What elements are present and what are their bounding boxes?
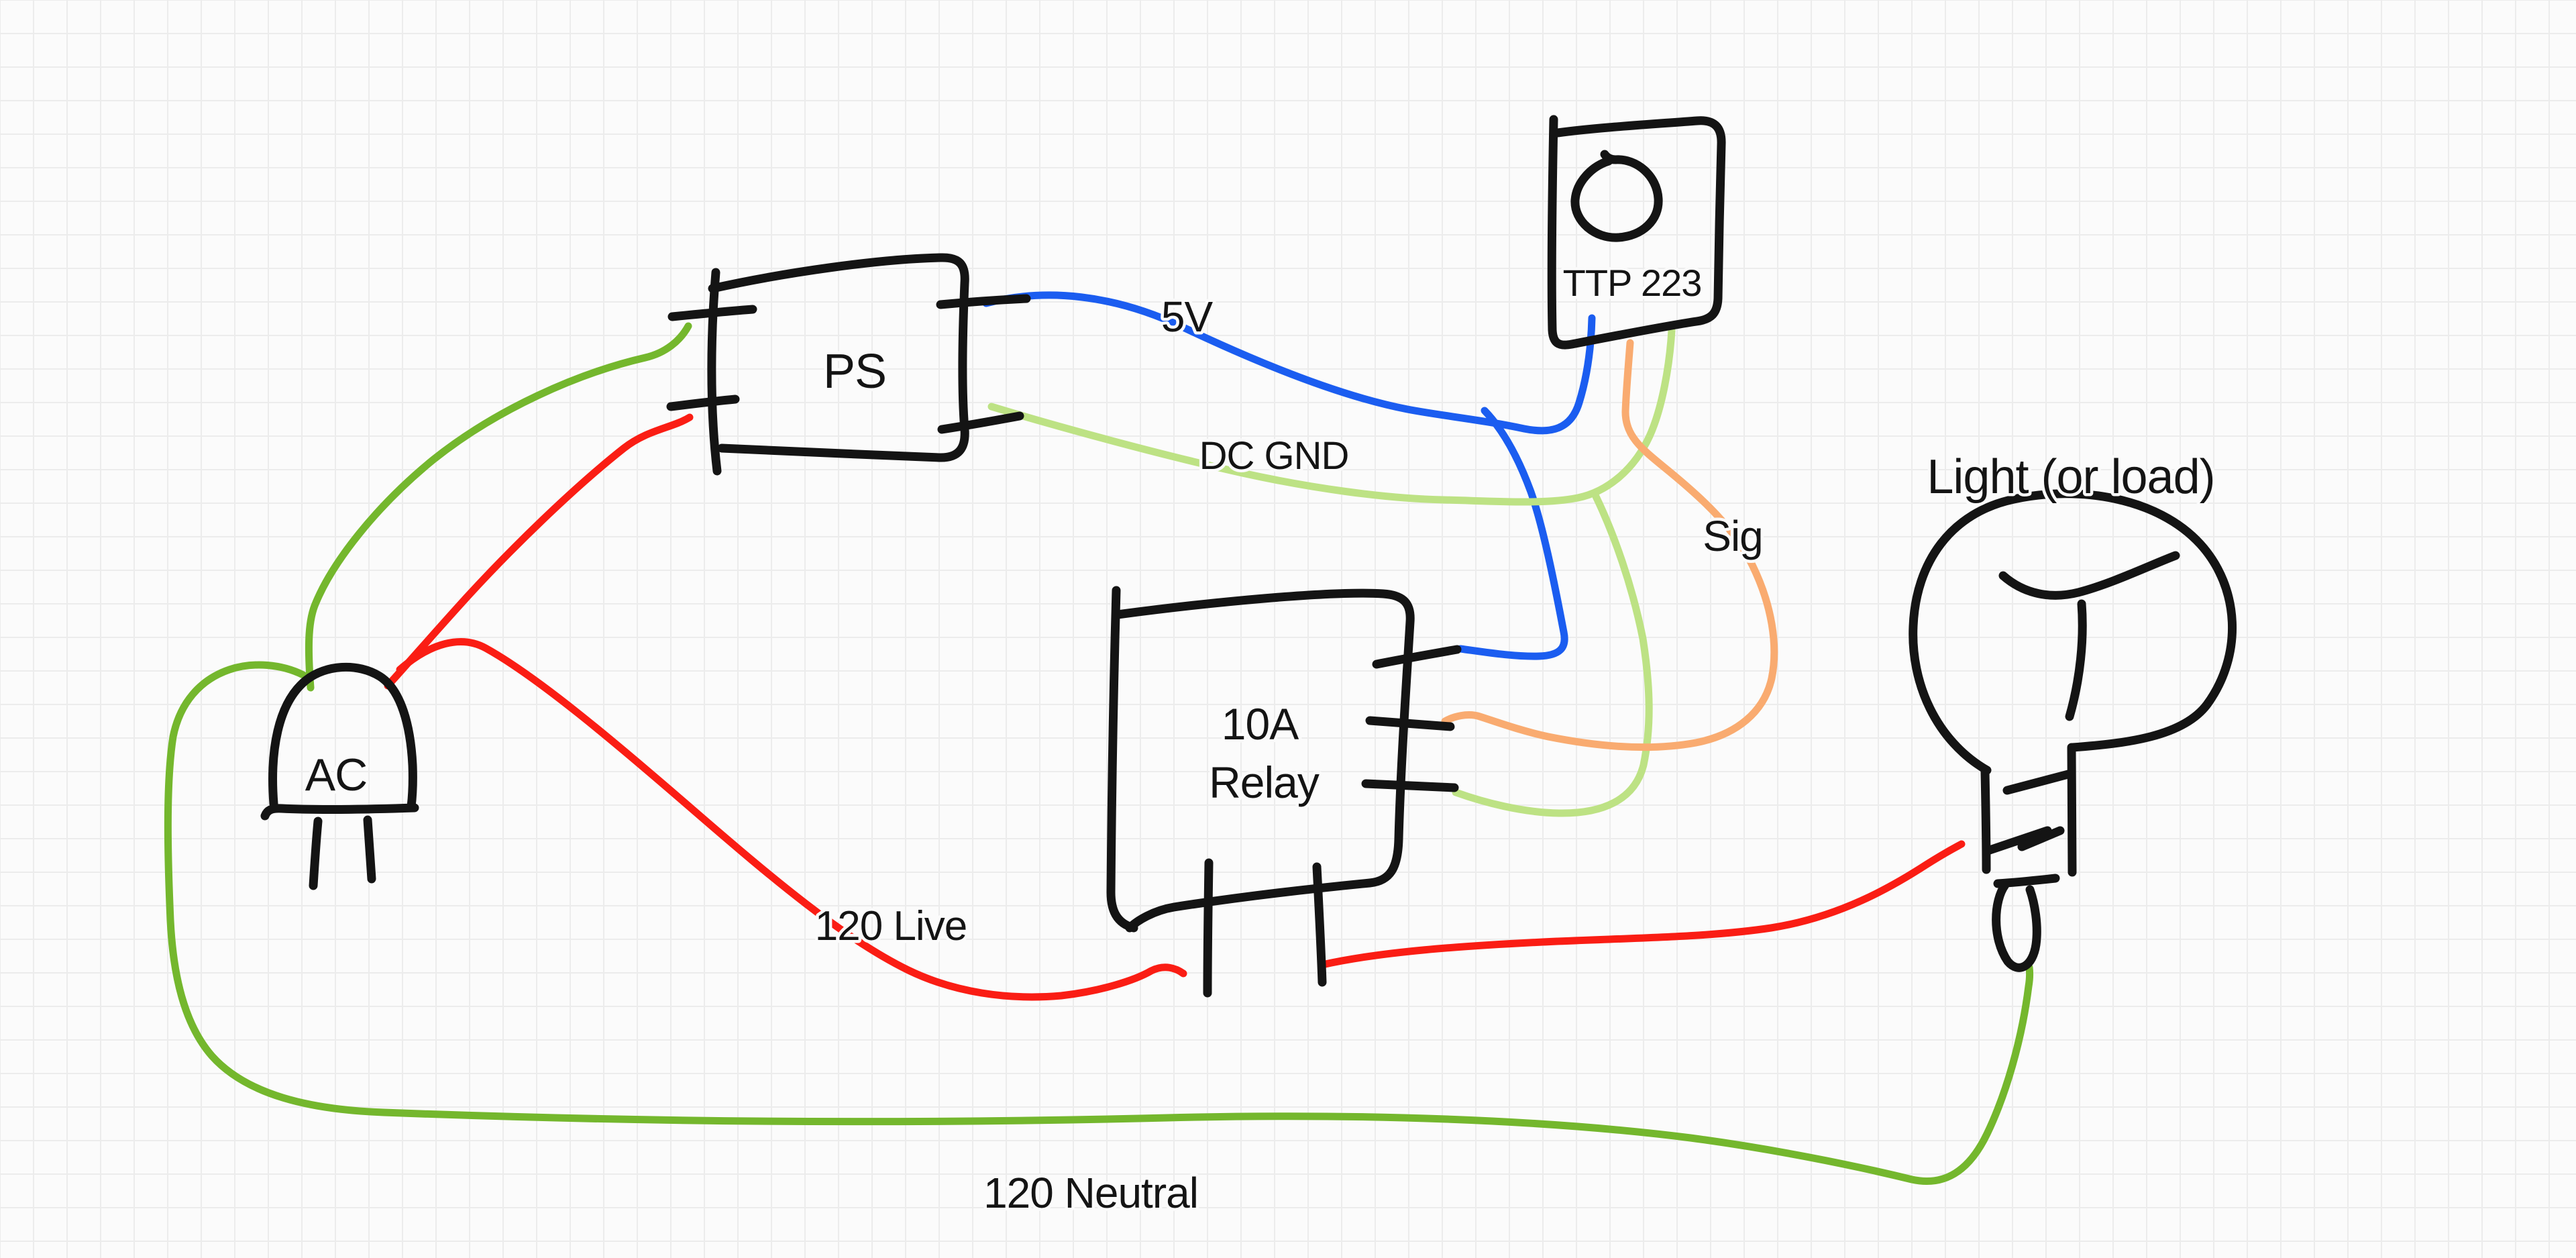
ps-box <box>708 253 969 462</box>
bulb-globe <box>1909 489 2237 775</box>
wire-dcgnd-branch-to-relay <box>1452 492 1653 817</box>
bulb-neck-left <box>1980 767 1991 874</box>
wire-dcgnd-ps-to-sensor <box>987 326 1676 506</box>
relay-terminal-right-bottom <box>1361 779 1459 792</box>
wire-label-120-live: 120 Live <box>815 903 967 949</box>
wire-live-ac-to-relay <box>396 638 1187 1001</box>
wire-live-relay-to-light <box>1318 840 1966 969</box>
ac-plug-label: AC <box>305 749 367 800</box>
wire-label-120-neutral: 120 Neutral <box>983 1169 1198 1217</box>
bulb-screw-line3 <box>2017 826 2065 851</box>
relay-terminal-bottom-left <box>1203 858 1214 998</box>
ttp-box <box>1547 115 1726 350</box>
relay-terminal-right-top <box>1372 645 1462 669</box>
wire-neutral-ac-to-ps <box>305 322 692 692</box>
ps-terminal-right-bottom <box>937 411 1024 434</box>
ps-box-left-edge <box>707 268 722 476</box>
ac-plug-prong-right <box>363 815 376 884</box>
wire-label-5v: 5V <box>1161 293 1214 341</box>
touch-sensor: TTP 223 <box>1547 115 1726 350</box>
relay-terminal-bottom-right <box>1312 862 1327 987</box>
relay-label-line1: 10A <box>1222 699 1299 749</box>
bulb-filament-arc <box>1998 551 2180 600</box>
wire-label-dc-gnd: DC GND <box>1199 434 1349 478</box>
ps-terminal-left-bottom <box>666 395 740 411</box>
light-bulb: Light (or load) <box>1909 448 2237 972</box>
power-supply: PS <box>666 253 1031 476</box>
ac-plug-prong-left <box>309 817 323 890</box>
ps-terminal-right-top <box>936 294 1031 309</box>
wire-sig-sensor-to-relay <box>1441 339 1778 751</box>
touch-pad-icon <box>1570 150 1663 242</box>
relay: 10A Relay <box>1106 586 1462 998</box>
ttp-label: TTP 223 <box>1563 262 1702 304</box>
bulb-screw-line1 <box>2002 770 2073 795</box>
relay-terminal-right-middle <box>1365 716 1455 731</box>
ac-plug: AC <box>260 662 419 890</box>
wires <box>164 291 2034 1186</box>
ps-label: PS <box>823 345 886 399</box>
light-label: Light (or load) <box>1927 450 2214 504</box>
wire-5v-branch-to-relay <box>1456 407 1568 660</box>
wire-live-ac-to-ps <box>384 413 694 690</box>
wire-5v-ps-to-sensor <box>982 291 1596 435</box>
wire-labels: 5V DC GND Sig 120 Live 120 Neutral <box>812 290 1766 1220</box>
bulb-filament-stem <box>2065 599 2087 721</box>
wire-label-sig: Sig <box>1703 512 1763 560</box>
ac-plug-bottom <box>260 803 419 821</box>
wire-neutral-ac-to-light <box>164 661 2034 1186</box>
ps-terminal-left-top <box>667 305 757 321</box>
ac-plug-dome <box>268 662 417 811</box>
relay-box-left-edge <box>1106 586 1138 933</box>
bulb-screw-line2 <box>1983 826 2052 855</box>
relay-label-line2: Relay <box>1209 757 1320 807</box>
bulb-tip <box>1992 880 2041 972</box>
